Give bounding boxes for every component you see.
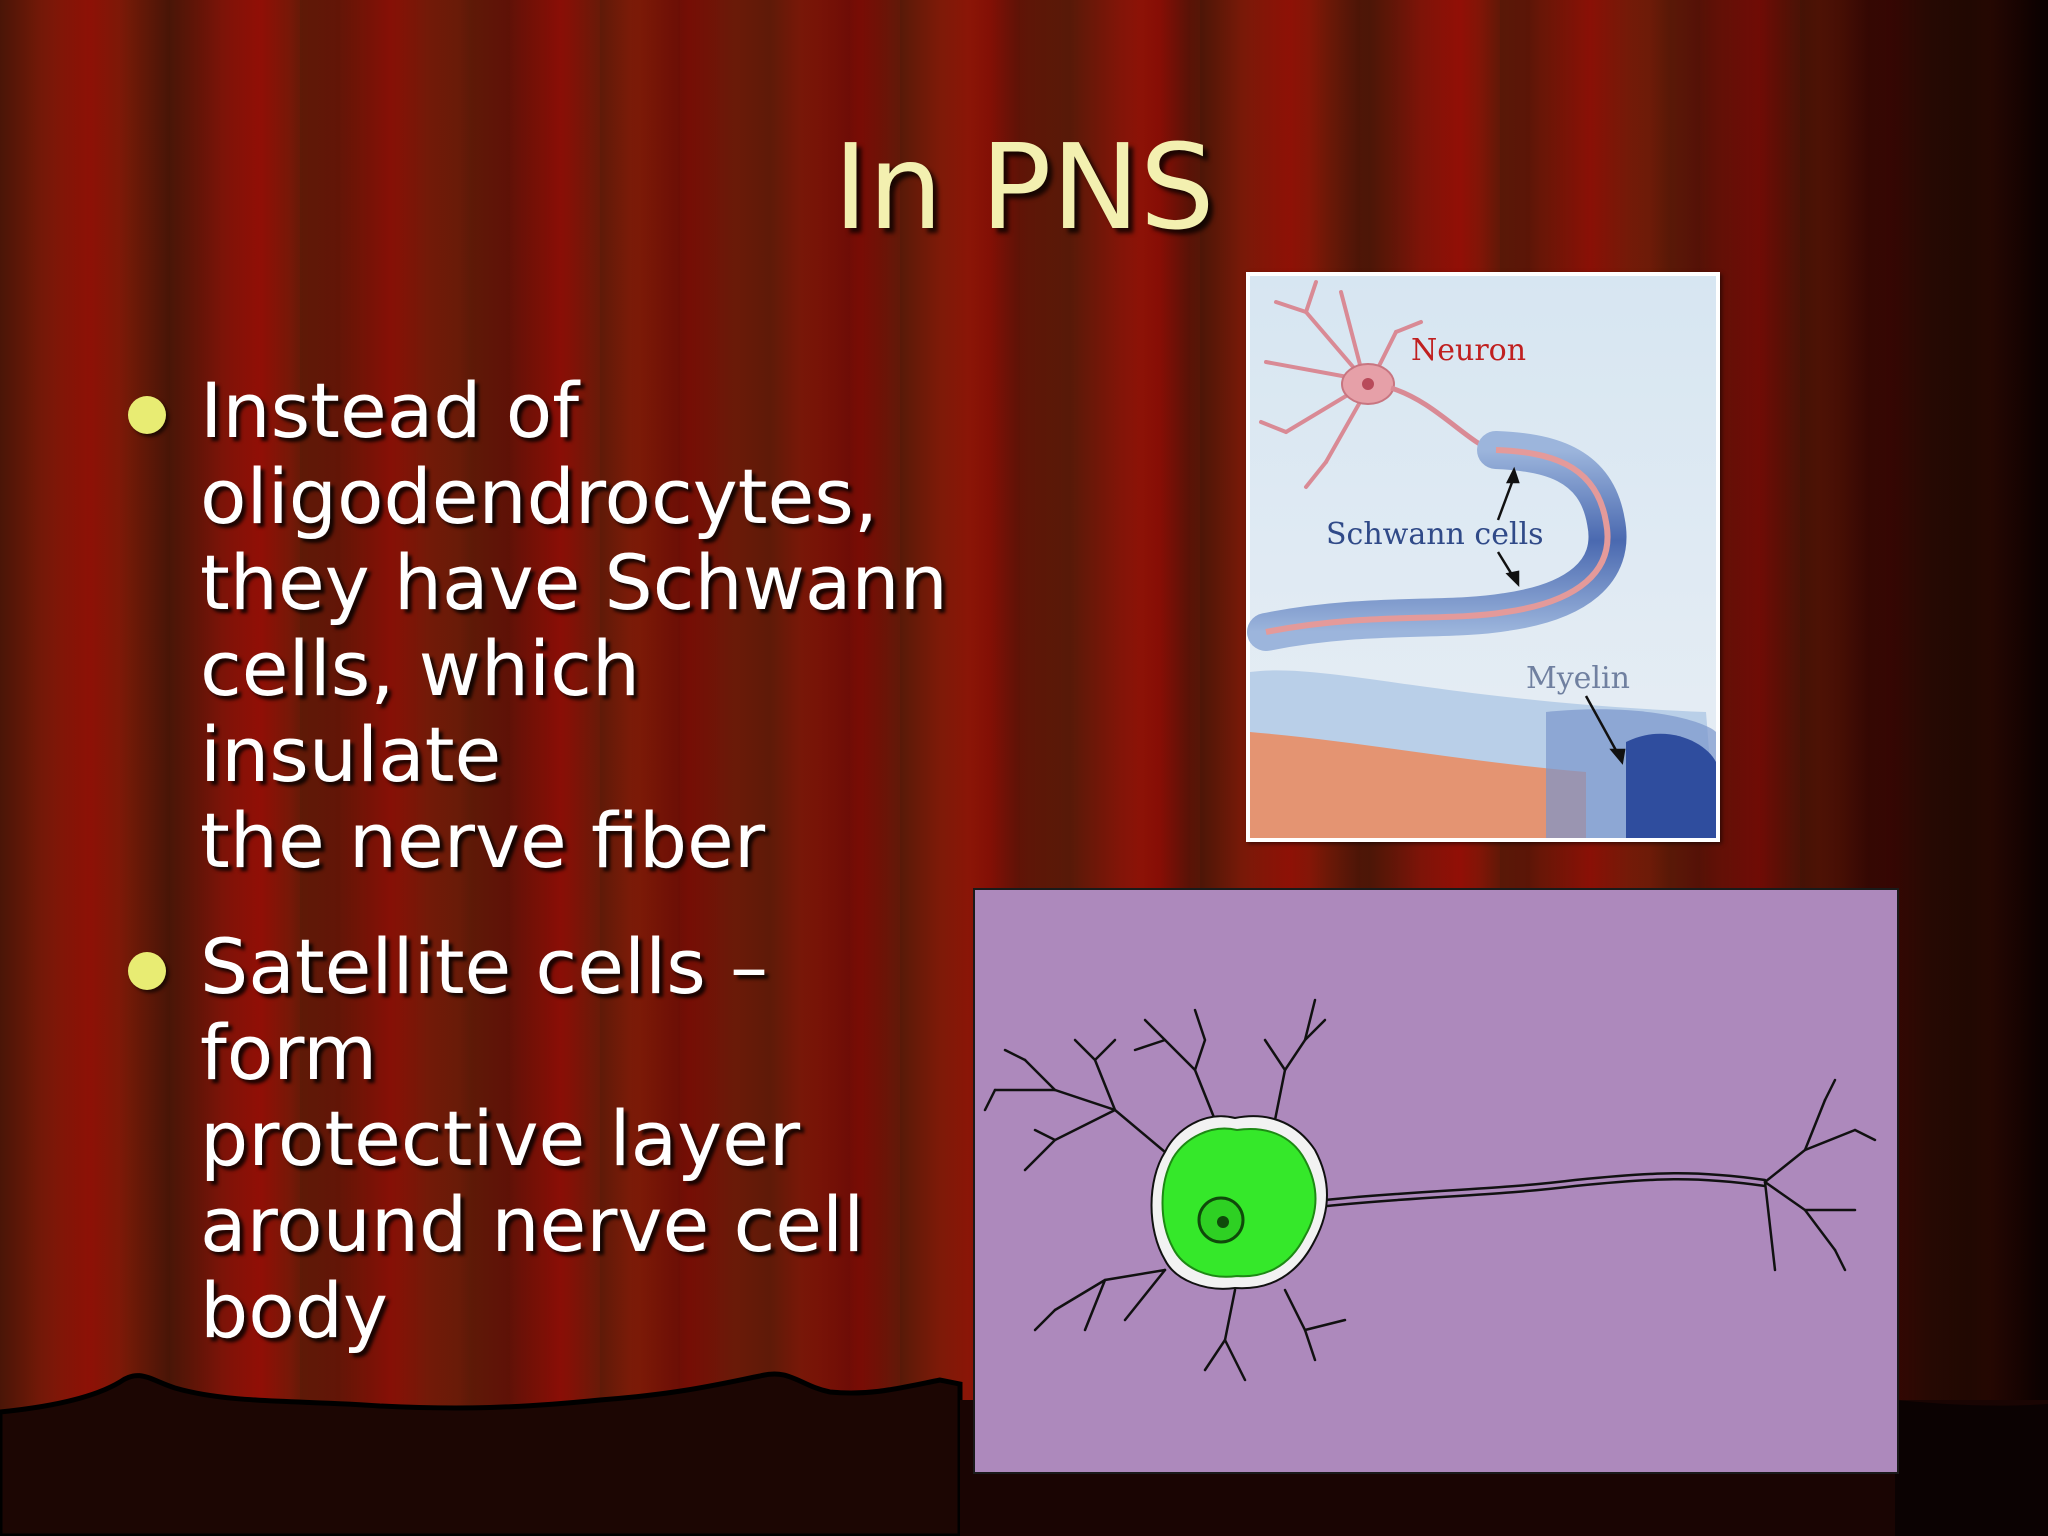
schwann-cell-illustration: Neuron Schwann cells Myelin <box>1246 272 1720 842</box>
label-myelin: Myelin <box>1526 661 1630 696</box>
bullet-item-satellite: Satellite cells – form protective layer … <box>128 924 948 1354</box>
bullet-text: Instead of oligodendrocytes, they have S… <box>200 366 948 885</box>
bullet-item-schwann: Instead of oligodendrocytes, they have S… <box>128 368 948 884</box>
slide-title: In PNS <box>833 118 1215 256</box>
bullet-dot-icon <box>128 952 166 990</box>
label-neuron: Neuron <box>1411 333 1526 368</box>
bullet-text: Satellite cells – form protective layer … <box>200 922 865 1355</box>
bullet-dot-icon <box>128 396 166 434</box>
neuron-illustration-panel <box>973 888 1899 1474</box>
label-schwann-cells: Schwann cells <box>1326 517 1544 552</box>
cell-body <box>1161 1127 1317 1278</box>
